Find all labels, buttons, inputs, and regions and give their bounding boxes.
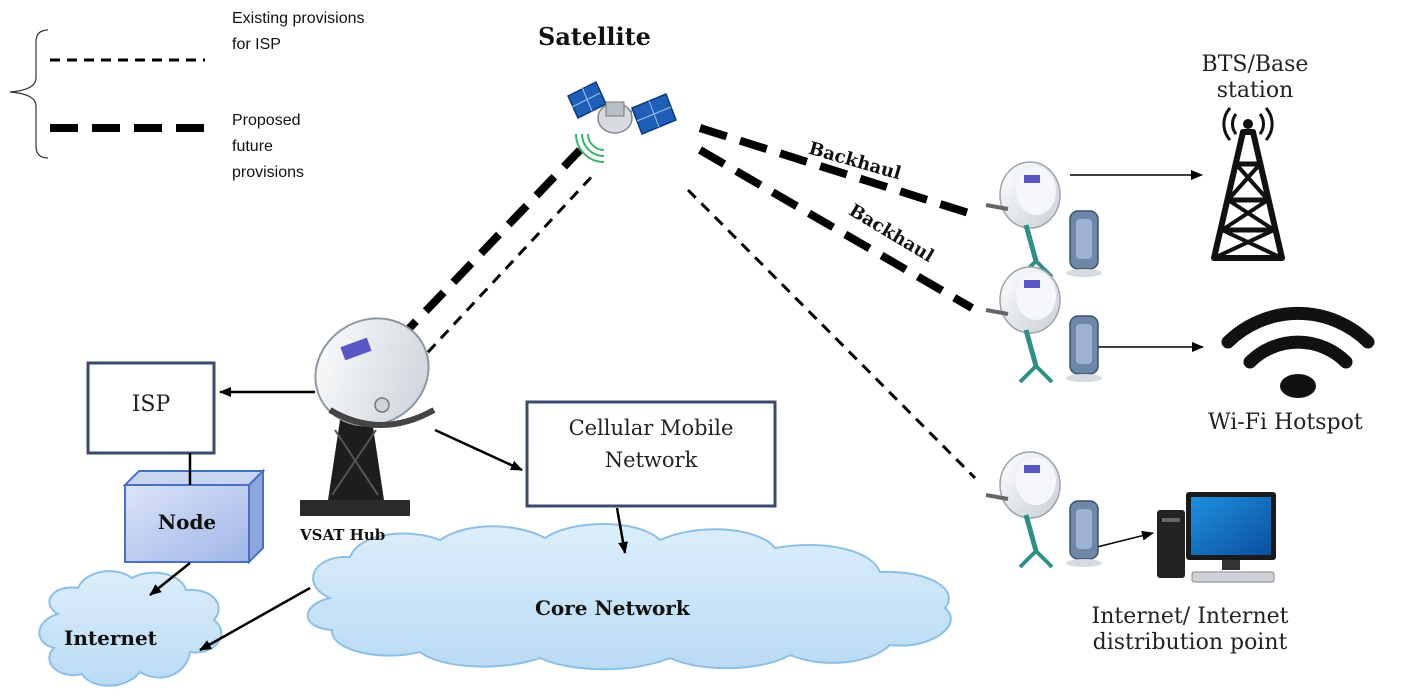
core-network-label: Core Network bbox=[535, 596, 690, 620]
link-satellite-internet-point bbox=[686, 188, 977, 480]
cellular-label: Cellular Mobile Network bbox=[568, 416, 734, 472]
arrow-hub-cellular bbox=[434, 428, 523, 472]
legend bbox=[9, 29, 205, 159]
computer-icon bbox=[1157, 492, 1276, 583]
arrow-cellular-core bbox=[615, 507, 628, 554]
internet-point-label: Internet/ Internet distribution point bbox=[1091, 604, 1289, 655]
internet-cloud bbox=[38, 570, 223, 687]
bts-label: BTS/Base station bbox=[1201, 52, 1309, 103]
node-box bbox=[122, 468, 266, 565]
arrow-core-internet bbox=[199, 586, 311, 652]
vsat-hub-label: VSAT Hub bbox=[300, 526, 386, 544]
link-hub-satellite-existing bbox=[400, 170, 598, 382]
wifi-label: Wi-Fi Hotspot bbox=[1208, 410, 1363, 435]
internet-label: Internet bbox=[64, 626, 157, 650]
link-hub-satellite-proposed bbox=[395, 147, 583, 343]
link-backhaul-wifi bbox=[697, 146, 975, 312]
satellite-label: Satellite bbox=[538, 22, 651, 51]
link-backhaul-bts bbox=[698, 124, 977, 219]
core-network-cloud bbox=[306, 523, 952, 671]
remote-dish-bts-icon bbox=[986, 162, 1102, 277]
node-label: Node bbox=[157, 510, 217, 534]
arrow-to-computer bbox=[1092, 530, 1154, 549]
vsat-hub-icon bbox=[300, 317, 436, 516]
legend-proposed-label: Proposed future provisions bbox=[232, 112, 305, 181]
isp-label: ISP bbox=[131, 392, 171, 417]
isp-box bbox=[86, 361, 216, 455]
legend-existing-label: Existing provisions for ISP bbox=[232, 10, 365, 53]
remote-dish-internet-icon bbox=[986, 452, 1102, 567]
cellular-box bbox=[525, 400, 777, 508]
satellite-icon bbox=[567, 80, 677, 163]
bts-tower-icon bbox=[1211, 107, 1285, 261]
wifi-icon bbox=[1221, 306, 1375, 398]
legend-brace bbox=[9, 29, 49, 159]
remote-dish-wifi-icon bbox=[986, 267, 1102, 382]
arrow-node-internet bbox=[149, 562, 191, 596]
connections bbox=[149, 124, 1204, 652]
